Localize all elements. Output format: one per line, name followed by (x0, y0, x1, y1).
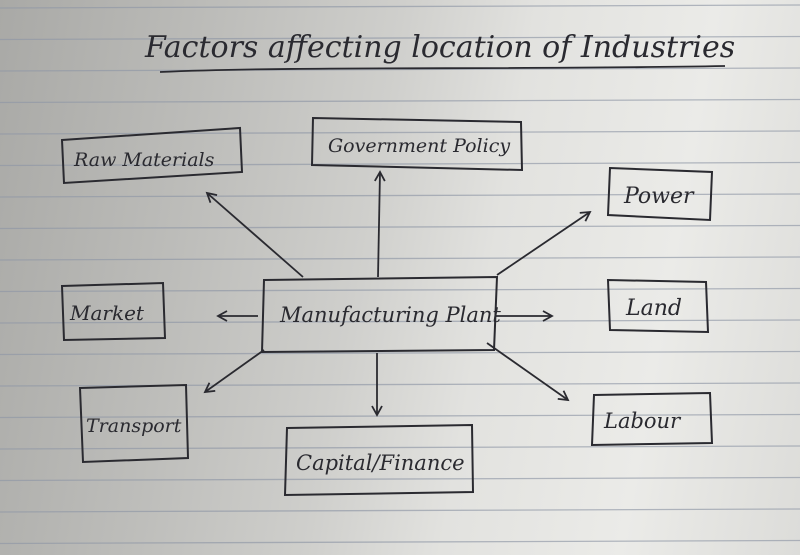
arrow-to-power (496, 210, 592, 276)
ruled-line (0, 382, 800, 387)
svg-text:Labour: Labour (603, 409, 682, 433)
svg-text:Capital/Finance: Capital/Finance (296, 451, 465, 475)
node-government-policy: Government Policy (310, 116, 524, 172)
node-transport: Transport (78, 383, 190, 464)
node-labour: Labour (590, 391, 714, 447)
svg-text:Raw Materials: Raw Materials (73, 149, 215, 171)
ruled-line (0, 193, 800, 198)
arrow-to-government-policy (374, 170, 386, 278)
ruled-line (0, 130, 800, 135)
ruled-line (0, 4, 800, 9)
ruled-line (0, 319, 800, 324)
ruled-line (0, 224, 800, 230)
ruled-line (0, 98, 800, 104)
svg-text:Government Policy: Government Policy (328, 135, 510, 157)
ruled-line (0, 508, 800, 513)
node-raw-materials: Raw Materials (60, 126, 244, 185)
node-market: Market (60, 281, 167, 342)
diagram-title: Factors affecting location of Industries (144, 30, 735, 65)
center-label: Manufacturing Plant (279, 303, 501, 327)
ruled-line (0, 350, 800, 356)
node-power: Power (606, 166, 714, 222)
ruled-line (0, 256, 800, 261)
ruled-line (0, 445, 800, 450)
svg-text:Land: Land (625, 296, 682, 321)
svg-text:Market: Market (69, 301, 145, 325)
ruled-lines (0, 4, 800, 545)
svg-text:Transport: Transport (86, 415, 182, 437)
ruled-line (0, 67, 800, 72)
node-capital-finance: Capital/Finance (283, 423, 475, 497)
ruled-line (0, 161, 800, 167)
node-land: Land (606, 278, 710, 334)
svg-text:Power: Power (623, 184, 695, 209)
title-underline (159, 65, 726, 73)
arrow-to-raw-materials (205, 191, 304, 278)
ruled-line (0, 476, 800, 482)
ruled-line (0, 413, 800, 419)
ruled-line (0, 35, 800, 41)
ruled-line (0, 287, 800, 293)
arrow-to-transport (203, 349, 265, 394)
ruled-line (0, 539, 800, 545)
arrow-to-labour (486, 342, 570, 402)
node-manufacturing-plant: Manufacturing Plant (260, 275, 501, 354)
